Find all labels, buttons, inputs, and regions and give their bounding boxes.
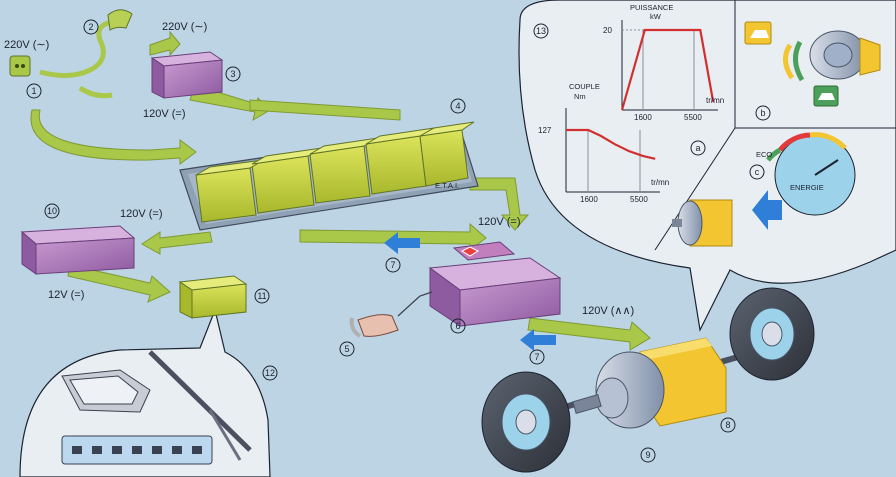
power-chart-title: PUISSANCE <box>630 3 673 12</box>
detail-bubble-13 <box>518 0 896 332</box>
mains-voltage-label-top: 220V (∼) <box>162 21 207 33</box>
panel-letter-a: a <box>695 143 700 153</box>
callout-7-bottom: 7 <box>534 352 539 362</box>
torque-y-tick: 127 <box>538 126 552 135</box>
wiper-blade-illustration <box>148 350 252 452</box>
power-y-tick: 20 <box>603 26 612 35</box>
battery-pack-label: E.T.A.I. <box>435 181 459 190</box>
callout-7-top: 7 <box>390 260 395 270</box>
panel-divider-diagonal <box>654 127 736 251</box>
blue-arrow-top <box>384 232 420 254</box>
callout-13: 13 <box>536 26 546 36</box>
power-x-tick-5500: 5500 <box>684 113 702 122</box>
gauge-needle <box>814 159 839 176</box>
callout-12: 12 <box>265 368 275 378</box>
callout-5: 5 <box>344 344 349 354</box>
blue-arrow-bottom <box>520 329 556 351</box>
torque-x-tick-5500: 5500 <box>630 195 648 204</box>
wall-socket <box>9 55 31 77</box>
power-chart: PUISSANCE kW 20 1600 5500 tr/mn <box>603 3 724 122</box>
motor-supply-label: 120V (∧∧) <box>582 305 634 317</box>
torque-x-tick-1600: 1600 <box>580 195 598 204</box>
torque-chart-title: COUPLE <box>569 82 600 91</box>
low-voltage-label: 12V (=) <box>48 289 84 301</box>
torque-chart: COUPLE Nm 127 1600 5500 tr/mn <box>538 82 669 204</box>
dc-dc-converter-box <box>20 225 136 275</box>
torque-curve-line <box>566 128 656 160</box>
power-chart-unit: kW <box>650 12 662 21</box>
mains-voltage-label: 220V (∼) <box>4 39 49 51</box>
callout-10: 10 <box>47 206 57 216</box>
torque-x-unit: tr/mn <box>651 178 669 187</box>
callout-1: 1 <box>31 86 36 96</box>
electronics-input-label: 120V (=) <box>478 216 521 228</box>
callout-2: 2 <box>88 22 93 32</box>
panel-c-illustration: ECO ENERGIE <box>672 132 856 247</box>
callout-9: 9 <box>645 450 650 460</box>
callout-8: 8 <box>725 420 730 430</box>
battery-pack: E.T.A.I. <box>179 121 479 231</box>
callout-3: 3 <box>230 69 235 79</box>
gauge-energie-label: ENERGIE <box>790 183 824 192</box>
drivetrain <box>481 287 815 473</box>
callout-6: 6 <box>455 321 460 331</box>
power-x-tick-1600: 1600 <box>634 113 652 122</box>
power-x-unit: tr/mn <box>706 96 724 105</box>
manufacturer-logo-icon <box>460 246 480 257</box>
callout-11: 11 <box>257 291 266 301</box>
energy-flow-arrows <box>30 30 651 351</box>
panel-b-illustration <box>744 21 881 107</box>
charger-box <box>150 51 224 99</box>
callout-4: 4 <box>455 101 460 111</box>
gauge-eco-label: ECO <box>756 150 772 159</box>
car-drive-icon-glyph <box>750 30 769 38</box>
charging-plug-cable <box>39 19 113 78</box>
dc-dc-input-label: 120V (=) <box>120 208 163 220</box>
power-curve-line <box>620 28 715 111</box>
accelerator-pedal <box>357 314 399 337</box>
callouts: 1 2 3 4 5 6 7 7 8 9 10 11 12 13 <box>26 19 736 463</box>
car-regen-icon-glyph <box>818 93 835 100</box>
charger-output-label: 120V (=) <box>143 108 186 120</box>
torque-chart-unit: Nm <box>574 92 586 101</box>
auxiliary-12v-battery <box>178 275 248 319</box>
blue-arrow-c <box>752 190 782 230</box>
charging-plug-handle <box>107 9 133 31</box>
panel-letter-b: b <box>760 108 765 118</box>
panel-letter-c: c <box>755 167 760 177</box>
power-electronics-box <box>428 241 562 327</box>
